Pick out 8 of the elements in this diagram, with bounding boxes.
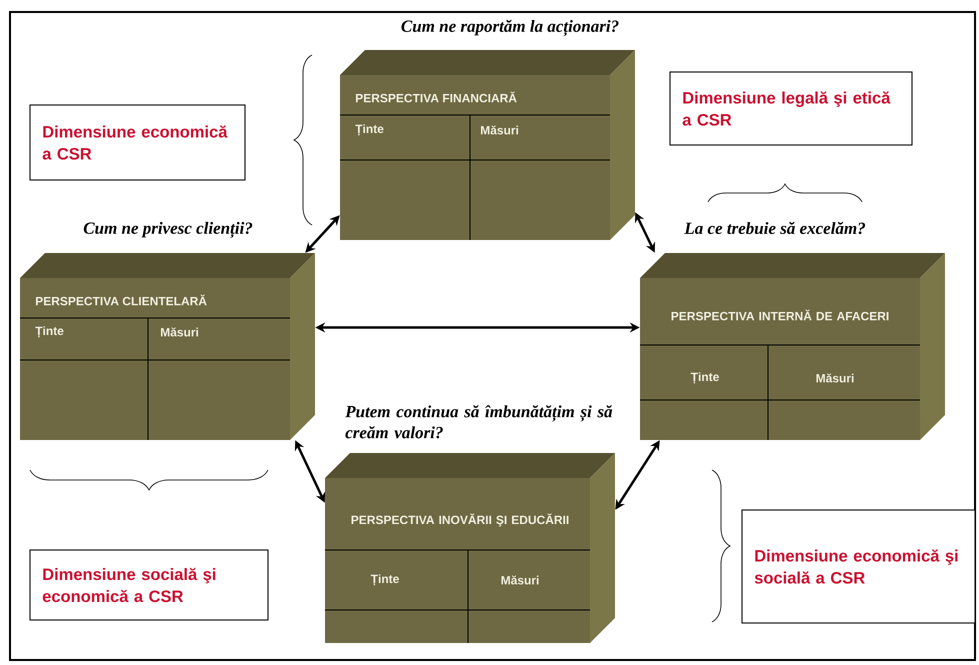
csr-box: Dimensiune legală şi etică a CSR — [670, 72, 912, 146]
question-text: Putem continua să îmbunătățim și să creăm valori? — [345, 405, 612, 438]
question-text: Cum ne raportăm la acționari? — [401, 20, 618, 36]
csr-box: Dimensiune economică şi socială a CSR — [742, 510, 976, 624]
csr-box: Dimensiune socială şi economică a CSR — [30, 550, 268, 620]
csr-box: Dimensiune economică a CSR — [30, 104, 246, 180]
question-text: La ce trebuie să excelăm? — [684, 222, 866, 234]
question-text: Cum ne privesc clienții? — [84, 222, 252, 238]
